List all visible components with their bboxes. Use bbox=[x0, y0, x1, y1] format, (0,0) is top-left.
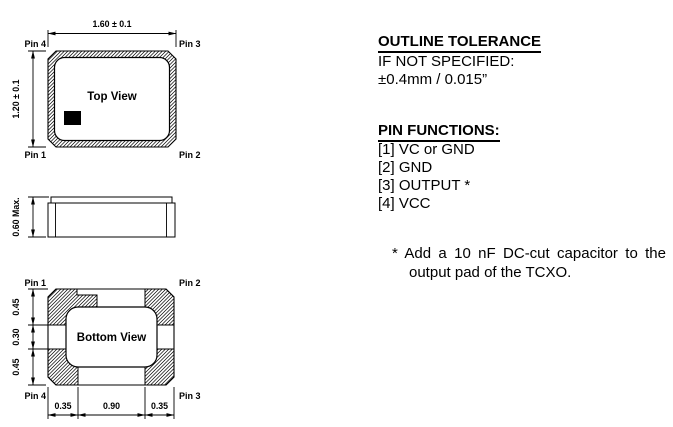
bottom-dim-035-right: 0.35 bbox=[151, 401, 168, 411]
pin-function-item-2: [2] GND bbox=[378, 159, 433, 176]
side-view-lid bbox=[50, 196, 173, 204]
top-view-pin2-label: Pin 2 bbox=[179, 150, 201, 160]
side-view-body bbox=[47, 202, 176, 238]
bottom-view-pin1-label: Pin 1 bbox=[24, 278, 46, 288]
top-width-dim: 1.60 ± 0.1 bbox=[92, 19, 131, 29]
side-view: 0.60 Max. bbox=[11, 196, 176, 238]
top-view-label: Top View bbox=[87, 91, 136, 103]
top-view-pin3-label: Pin 3 bbox=[179, 39, 201, 49]
bottom-view: Bottom View Pin 1 Pin 2 Pin 4 Pin 3 0.45… bbox=[11, 278, 201, 419]
bottom-view-label: Bottom View bbox=[77, 332, 146, 344]
footnote-asterisk: * bbox=[392, 245, 398, 262]
pin-functions-list: [1] VC or GND [2] GND [3] OUTPUT * [4] V… bbox=[378, 141, 475, 213]
footnote-line2: output pad of the TCXO. bbox=[409, 264, 572, 281]
pin-function-item-1: [1] VC or GND bbox=[378, 141, 475, 158]
bottom-dim-090: 0.90 bbox=[103, 401, 120, 411]
bottom-view-cavity bbox=[65, 306, 158, 368]
pin-function-item-3: [3] OUTPUT * bbox=[378, 177, 471, 194]
footnote-line1: * Add a 10 nF DC-cut capacitor to the bbox=[392, 244, 666, 263]
side-height-dim: 0.60 Max. bbox=[11, 197, 21, 236]
bottom-left-dim-045-top: 0.45 bbox=[11, 298, 21, 315]
bottom-view-pin2-label: Pin 2 bbox=[179, 278, 201, 288]
dc-cut-capacitor-footnote: * Add a 10 nF DC-cut capacitor to the ou… bbox=[392, 244, 666, 282]
bottom-left-dim-045-bottom: 0.45 bbox=[11, 358, 21, 375]
package-drawing: Top View 1.60 ± 0.1 1.20 ± 0.1 Pin 4 Pin… bbox=[11, 19, 201, 419]
bottom-view-outline bbox=[47, 288, 175, 386]
top-view-pin1-label: Pin 1 bbox=[24, 150, 46, 160]
bottom-dim-extensions bbox=[47, 387, 175, 419]
top-height-dim: 1.20 ± 0.1 bbox=[11, 79, 21, 118]
pin1-index-marker bbox=[64, 111, 81, 125]
bottom-view-pin3-label: Pin 3 bbox=[179, 391, 201, 401]
footnote-line1-text: Add a 10 nF DC-cut capacitor to the bbox=[404, 245, 666, 262]
side-view-castellation-lines bbox=[55, 203, 167, 237]
top-dim-extension-lines bbox=[47, 30, 177, 47]
top-view: Top View 1.60 ± 0.1 1.20 ± 0.1 Pin 4 Pin… bbox=[11, 19, 201, 160]
left-dim-extension-lines bbox=[28, 50, 46, 148]
bottom-view-pin4-label: Pin 4 bbox=[24, 391, 46, 401]
outline-tolerance-line2: ±0.4mm / 0.015” bbox=[378, 71, 488, 88]
pin-function-item-4: [4] VCC bbox=[378, 195, 431, 212]
outline-tolerance-heading: OUTLINE TOLERANCE bbox=[378, 33, 542, 53]
bottom-left-dim-030: 0.30 bbox=[11, 328, 21, 345]
pin-functions-heading: PIN FUNCTIONS: bbox=[378, 122, 500, 142]
top-view-lid bbox=[53, 56, 171, 142]
top-view-pin4-label: Pin 4 bbox=[24, 39, 46, 49]
side-dim-extension-lines bbox=[28, 196, 49, 238]
outline-tolerance-line1: IF NOT SPECIFIED: bbox=[378, 53, 515, 70]
bottom-left-dim-extensions bbox=[28, 288, 48, 386]
bottom-dim-035-left: 0.35 bbox=[54, 401, 71, 411]
